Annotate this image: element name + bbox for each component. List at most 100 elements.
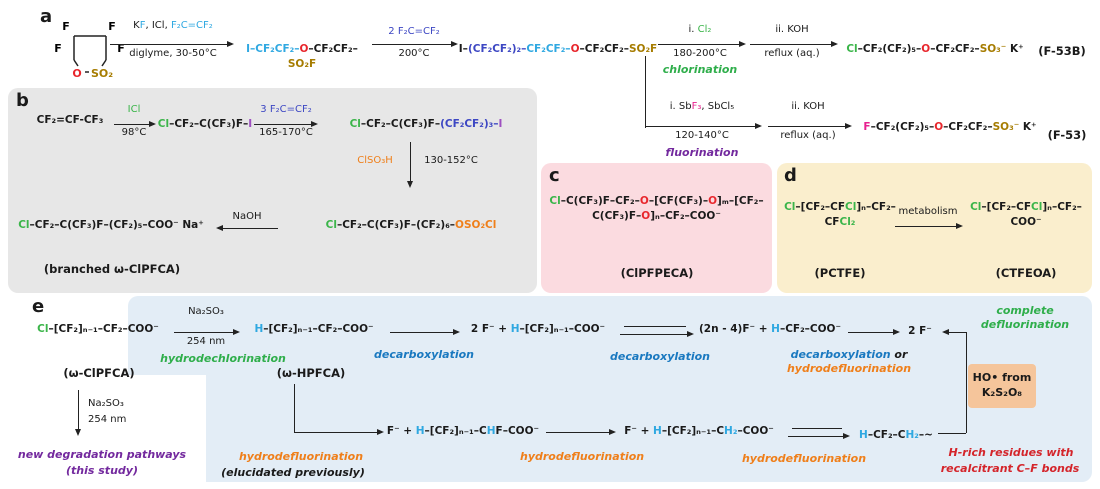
conditions-koh2: ii. KOH	[791, 101, 825, 112]
hydroxyl-radical-box: HO• from K₂S₂O₈	[968, 364, 1036, 408]
panel-d-background	[777, 163, 1092, 293]
conditions-clso3h: ClSO₃H	[357, 155, 393, 166]
panel-d-label: d	[784, 165, 797, 186]
compound-label-ctfeoa: (CTFEOA)	[995, 266, 1057, 280]
reaction-arrow	[768, 122, 852, 129]
reaction-arrow	[750, 40, 838, 47]
molecule-2n4f-plus-difluoroacetate: (2n - 4)F⁻ + H–CF₂–COO⁻	[698, 323, 842, 335]
tfe-sultone-structure: F F F F O SO₂	[54, 20, 125, 80]
reaction-arrow-left	[216, 224, 278, 231]
conditions-step1: KF, ICl, F₂C=CF₂	[133, 20, 213, 31]
molecule-chloro-iodide: Cl–CF₂–C(CF₃)F–I	[157, 118, 253, 130]
molecule-ctfeoa: Cl–[CF₂–CFCl]ₙ–CF₂–COO⁻	[970, 201, 1082, 228]
conditions-step1-solvent: diglyme, 30-50°C	[129, 48, 217, 59]
note-new-degradation-pathways: new degradation pathways	[17, 448, 187, 461]
reaction-arrow	[848, 328, 900, 335]
conditions-icl: ICl	[127, 104, 141, 115]
compound-label-clpfpeca: (ClPFPECA)	[620, 266, 694, 280]
down-arrow	[406, 142, 413, 188]
conditions-na2so3: Na₂SO₃	[188, 306, 224, 317]
conditions-step2: 2 F₂C=CF₂	[388, 26, 440, 37]
note-decarboxylation-2: decarboxylation	[609, 350, 710, 363]
conditions-clso3h-temp: 130-152°C	[424, 155, 478, 166]
elbow-connector-vertical	[294, 384, 295, 432]
panel-b-label: b	[16, 90, 29, 111]
molecule-branched-iodide: Cl–CF₂–C(CF₃)F–(CF₂CF₂)₃–I	[349, 118, 503, 130]
note-decarboxylation-1: decarboxylation	[373, 348, 474, 361]
note-hydrodefluorination-or: hydrodefluorination	[786, 362, 912, 375]
molecule-hfp: CF₂=CF-CF₃	[36, 114, 104, 126]
sultone-f-label: F	[108, 20, 116, 33]
reaction-arrow	[174, 328, 240, 335]
branch-connector-line	[645, 56, 646, 128]
molecule-clpfpeca: Cl–C(CF₃)F–CF₂–O–[CF(CF₃)–O]ₘ–[CF₂–C(CF₃…	[549, 195, 764, 222]
molecule-2-fluoride: 2 F⁻	[908, 325, 932, 337]
note-decarboxylation-or: decarboxylation or	[790, 348, 908, 361]
panel-b-background	[8, 88, 537, 293]
conditions-tfe3: 3 F₂C=CF₂	[260, 104, 312, 115]
down-arrow-new-pathways	[74, 390, 81, 436]
molecule-f-plus-ch2-acid: F⁻ + H–[CF₂]ₙ₋₁–CH₂–COO⁻	[624, 425, 774, 437]
molecule-f-plus-chf-acid: F⁻ + H–[CF₂]ₙ₋₁–CHF–COO⁻	[386, 425, 540, 437]
note-h-rich-residues: H-rich residues with	[948, 446, 1074, 459]
molecule-branched-clpfca: Cl–CF₂–C(CF₃)F–(CF₂)₅–COO⁻ Na⁺	[18, 219, 204, 231]
reaction-arrow	[114, 120, 156, 127]
note-complete: complete	[996, 304, 1054, 317]
molecule-extended-iodo-ether-sulfonyl-fluoride: I–(CF₂CF₂)₂–CF₂CF₂–O–CF₂CF₂–SO₂F	[458, 43, 658, 55]
compound-label-f53: (F-53)	[1047, 128, 1087, 142]
note-recalcitrant-cf-bonds: recalcitrant C–F bonds	[940, 462, 1080, 475]
panel-a-label: a	[40, 6, 53, 27]
conditions-koh: ii. KOH	[775, 24, 809, 35]
note-this-study: (this study)	[66, 464, 138, 477]
molecule-f53: F–CF₂(CF₂)₅–O–CF₂CF₂–SO₃⁻ K⁺	[863, 121, 1037, 133]
multistep-arrow-top	[624, 326, 686, 327]
compound-label-branched-clpfca: (branched ω-ClPFCA)	[43, 262, 181, 276]
sultone-o-label: O	[72, 67, 81, 80]
reaction-arrow	[110, 40, 234, 47]
persulfate-text: K₂S₂O₈	[981, 386, 1023, 399]
multistep-arrow-bottom	[788, 432, 850, 439]
oxidation-connector-horizontal	[938, 433, 966, 434]
conditions-step2-temp: 200°C	[398, 48, 430, 59]
molecule-omega-clpfca: Cl–[CF₂]ₙ₋₁–CF₂–COO⁻	[37, 323, 159, 335]
molecule-f53b: Cl–CF₂(CF₂)₅–O–CF₂CF₂–SO₃⁻ K⁺	[846, 43, 1024, 55]
panel-e-white-notch	[128, 375, 206, 482]
molecule-2f-plus-hpfca: 2 F⁻ + H–[CF₂]ₙ₋₁–COO⁻	[470, 323, 606, 335]
note-complete-defluorination: complete defluorination	[960, 304, 1090, 332]
reaction-arrow	[372, 40, 458, 47]
molecule-pctfe: Cl–[CF₂–CFCl]ₙ–CF₂–CFCl₂	[784, 201, 896, 228]
multistep-arrow-bottom	[620, 330, 694, 337]
sultone-f-label: F	[62, 20, 70, 33]
compound-label-omega-hpfca: (ω-HPFCA)	[276, 366, 346, 380]
molecule-h-rich-residue: H–CF₂–CH₂–~	[859, 429, 933, 441]
reaction-arrow	[895, 222, 963, 229]
molecule-iodo-ether-sulfonyl-fluoride: I–CF₂CF₂–O–CF₂CF₂–SO₂F	[246, 43, 358, 70]
oxidation-connector-vertical	[966, 332, 967, 433]
reaction-arrow	[390, 328, 460, 335]
conditions-254nm: 254 nm	[186, 336, 226, 347]
conditions-na2so3-2: Na₂SO₃	[88, 398, 124, 409]
reaction-arrow	[546, 428, 616, 435]
conditions-metabolism: metabolism	[898, 206, 958, 217]
arrow-into-fluoride	[942, 328, 966, 335]
conditions-icl-temp: 98°C	[121, 127, 147, 138]
note-hydrodefluorination-1: hydrodefluorination	[238, 450, 364, 463]
reaction-arrow	[658, 40, 746, 47]
note-hydrodechlorination: hydrodechlorination	[160, 352, 286, 365]
compound-label-f53b: (F-53B)	[1038, 44, 1086, 58]
conditions-fluorination-temp: 120-140°C	[675, 130, 729, 141]
conditions-fluorination: i. SbF₃, SbCl₅	[669, 101, 735, 112]
panel-e-label: e	[32, 296, 45, 317]
conditions-koh-reflux: reflux (aq.)	[764, 48, 820, 59]
conditions-254nm-2: 254 nm	[88, 414, 127, 425]
note-defluorination: defluorination	[980, 317, 1070, 331]
compound-label-omega-clpfca: (ω-ClPFCA)	[63, 366, 135, 380]
note-chlorination: chlorination	[662, 63, 738, 76]
panel-c-background	[541, 163, 772, 293]
compound-label-pctfe: (PCTFE)	[814, 266, 866, 280]
reaction-arrow	[254, 120, 318, 127]
note-hydrodefluorination-3: hydrodefluorination	[741, 452, 867, 465]
conditions-tfe3-temp: 165-170°C	[259, 127, 313, 138]
elbow-connector-arrow	[294, 428, 384, 435]
